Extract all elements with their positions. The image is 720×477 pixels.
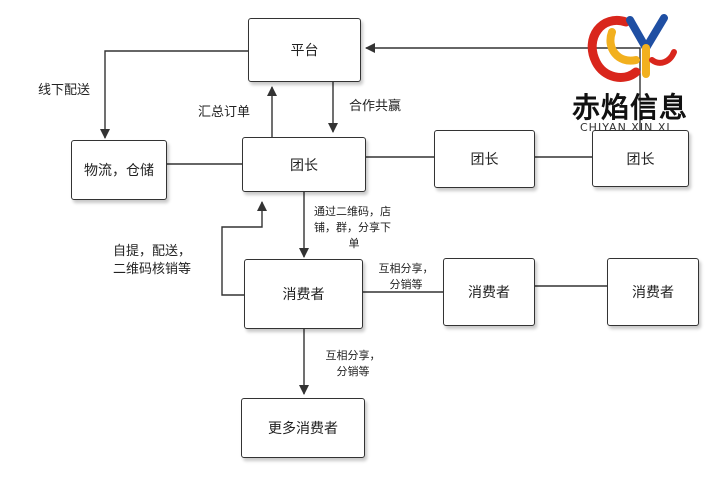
label-win-win: 合作共赢 <box>349 99 402 114</box>
node-logistics[interactable]: 物流，仓储 <box>71 140 167 200</box>
label-share-right: 互相分享， 分销等 <box>375 261 437 293</box>
edge-leader3-to-platform <box>365 43 641 130</box>
label-share-down: 互相分享， 分销等 <box>322 348 384 380</box>
node-platform[interactable]: 平台 <box>248 18 361 82</box>
logo-cn-text: 赤焰信息 <box>572 91 689 124</box>
label-via-qr: 通过二维码，店 铺，群，分享下 单 <box>314 204 394 252</box>
node-leader-2[interactable]: 团长 <box>434 130 535 188</box>
node-leader-3-label: 团长 <box>626 151 655 168</box>
label-share-right-line2: 分销等 <box>389 277 423 291</box>
node-more-consumers[interactable]: 更多消费者 <box>241 398 365 458</box>
label-offline-delivery: 线下配送 <box>38 83 91 98</box>
label-via-qr-line2: 铺，群，分享下 <box>314 220 391 234</box>
node-platform-label: 平台 <box>290 43 319 59</box>
node-leader-3[interactable]: 团长 <box>592 130 689 187</box>
label-pickup: 自提，配送， 二维码核销等 <box>113 243 191 278</box>
label-share-down-line2: 分销等 <box>336 364 370 378</box>
node-leader-main[interactable]: 团长 <box>242 137 366 192</box>
brand-logo: 赤焰信息 CHIYAN XIN XI <box>566 4 716 134</box>
label-pickup-line1: 自提，配送， <box>113 244 192 259</box>
node-leader-2-label: 团长 <box>470 152 499 168</box>
node-consumer-3[interactable]: 消费者 <box>607 258 699 326</box>
label-pickup-line2: 二维码核销等 <box>113 261 192 277</box>
node-consumer-2[interactable]: 消费者 <box>443 258 535 326</box>
node-more-consumers-label: 更多消费者 <box>268 421 338 437</box>
node-consumer-main[interactable]: 消费者 <box>244 259 363 329</box>
logo-emblem-icon <box>587 14 677 82</box>
node-logistics-label: 物流，仓储 <box>84 163 154 179</box>
edge-platform-to-logistics <box>100 50 248 139</box>
label-summary-orders: 汇总订单 <box>198 105 251 120</box>
label-share-down-line1: 互相分享， <box>325 349 381 362</box>
node-consumer-3-label: 消费者 <box>632 285 674 301</box>
node-leader-main-label: 团长 <box>290 157 318 174</box>
edge-consumer-to-leader <box>221 201 267 296</box>
node-consumer-2-label: 消费者 <box>468 285 510 301</box>
logo-en-text: CHIYAN XIN XI <box>580 121 671 134</box>
label-via-qr-line1: 通过二维码，店 <box>314 205 391 218</box>
label-share-right-line1: 互相分享， <box>378 262 434 275</box>
node-consumer-main-label: 消费者 <box>282 287 325 303</box>
label-via-qr-line3: 单 <box>348 236 360 250</box>
